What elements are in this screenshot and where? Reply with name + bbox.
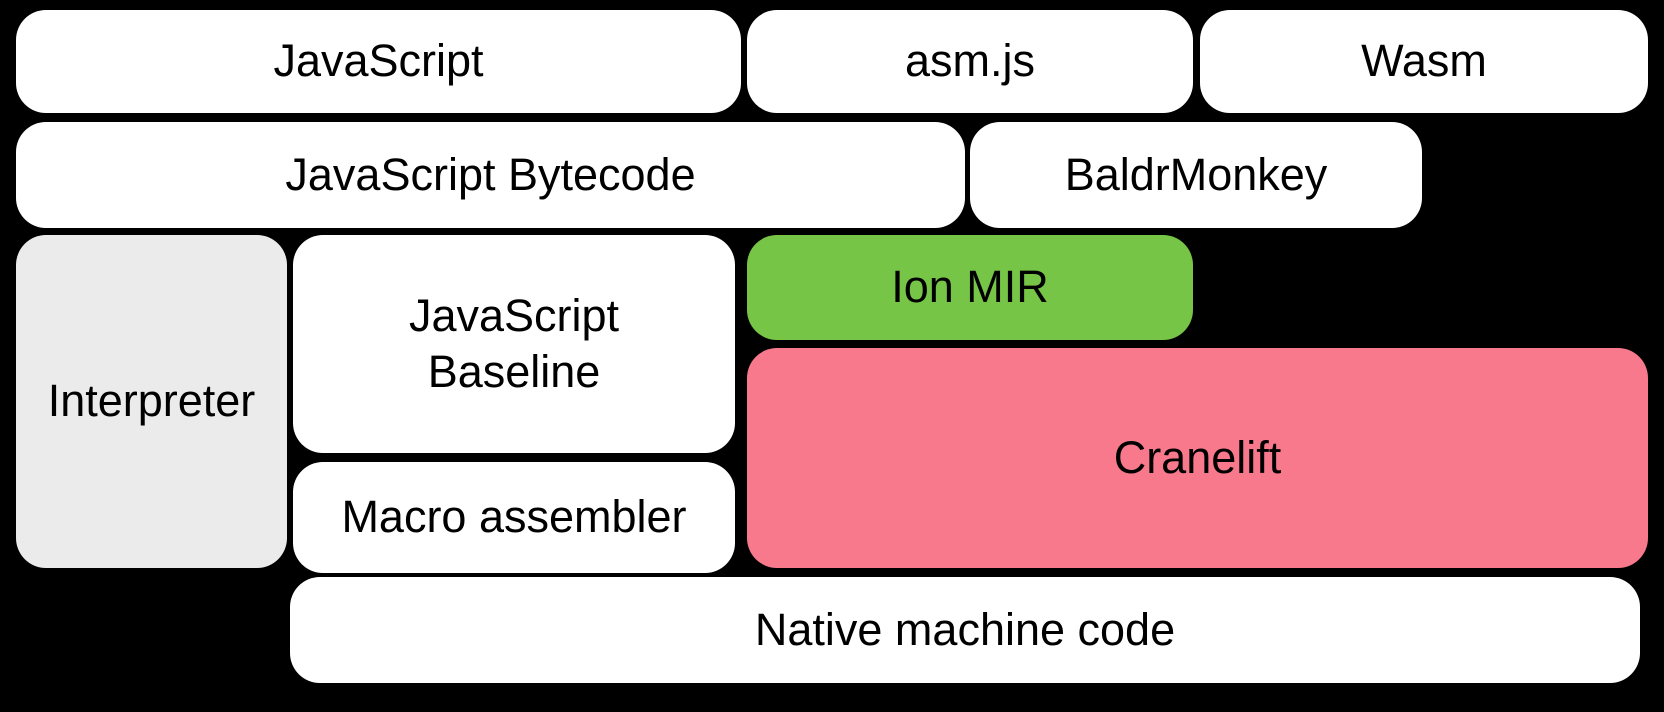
node-cranelift-label: Cranelift bbox=[1113, 431, 1282, 483]
node-javascript-bytecode-label: JavaScript Bytecode bbox=[285, 148, 696, 200]
node-asmjs: asm.js bbox=[747, 10, 1193, 113]
node-wasm-label: Wasm bbox=[1361, 35, 1487, 87]
node-baldrmonkey-label: BaldrMonkey bbox=[1064, 148, 1328, 200]
node-javascript: JavaScript bbox=[16, 10, 741, 113]
node-interpreter-label: Interpreter bbox=[47, 375, 256, 427]
node-cranelift: Cranelift bbox=[747, 348, 1648, 568]
node-macro-assembler: Macro assembler bbox=[293, 462, 735, 573]
node-ion-mir-label: Ion MIR bbox=[891, 261, 1049, 313]
node-wasm: Wasm bbox=[1200, 10, 1648, 113]
node-ion-mir: Ion MIR bbox=[747, 235, 1193, 340]
node-macro-assembler-label: Macro assembler bbox=[341, 491, 687, 543]
node-interpreter: Interpreter bbox=[16, 235, 287, 568]
node-javascript-baseline-label: JavaScript Baseline bbox=[408, 289, 620, 397]
node-native-machine-code: Native machine code bbox=[290, 577, 1640, 683]
node-baldrmonkey: BaldrMonkey bbox=[970, 122, 1422, 228]
node-javascript-bytecode: JavaScript Bytecode bbox=[16, 122, 965, 228]
node-asmjs-label: asm.js bbox=[904, 35, 1035, 87]
node-native-machine-code-label: Native machine code bbox=[754, 603, 1176, 655]
node-javascript-label: JavaScript bbox=[273, 35, 484, 87]
node-javascript-baseline: JavaScript Baseline bbox=[293, 235, 735, 453]
